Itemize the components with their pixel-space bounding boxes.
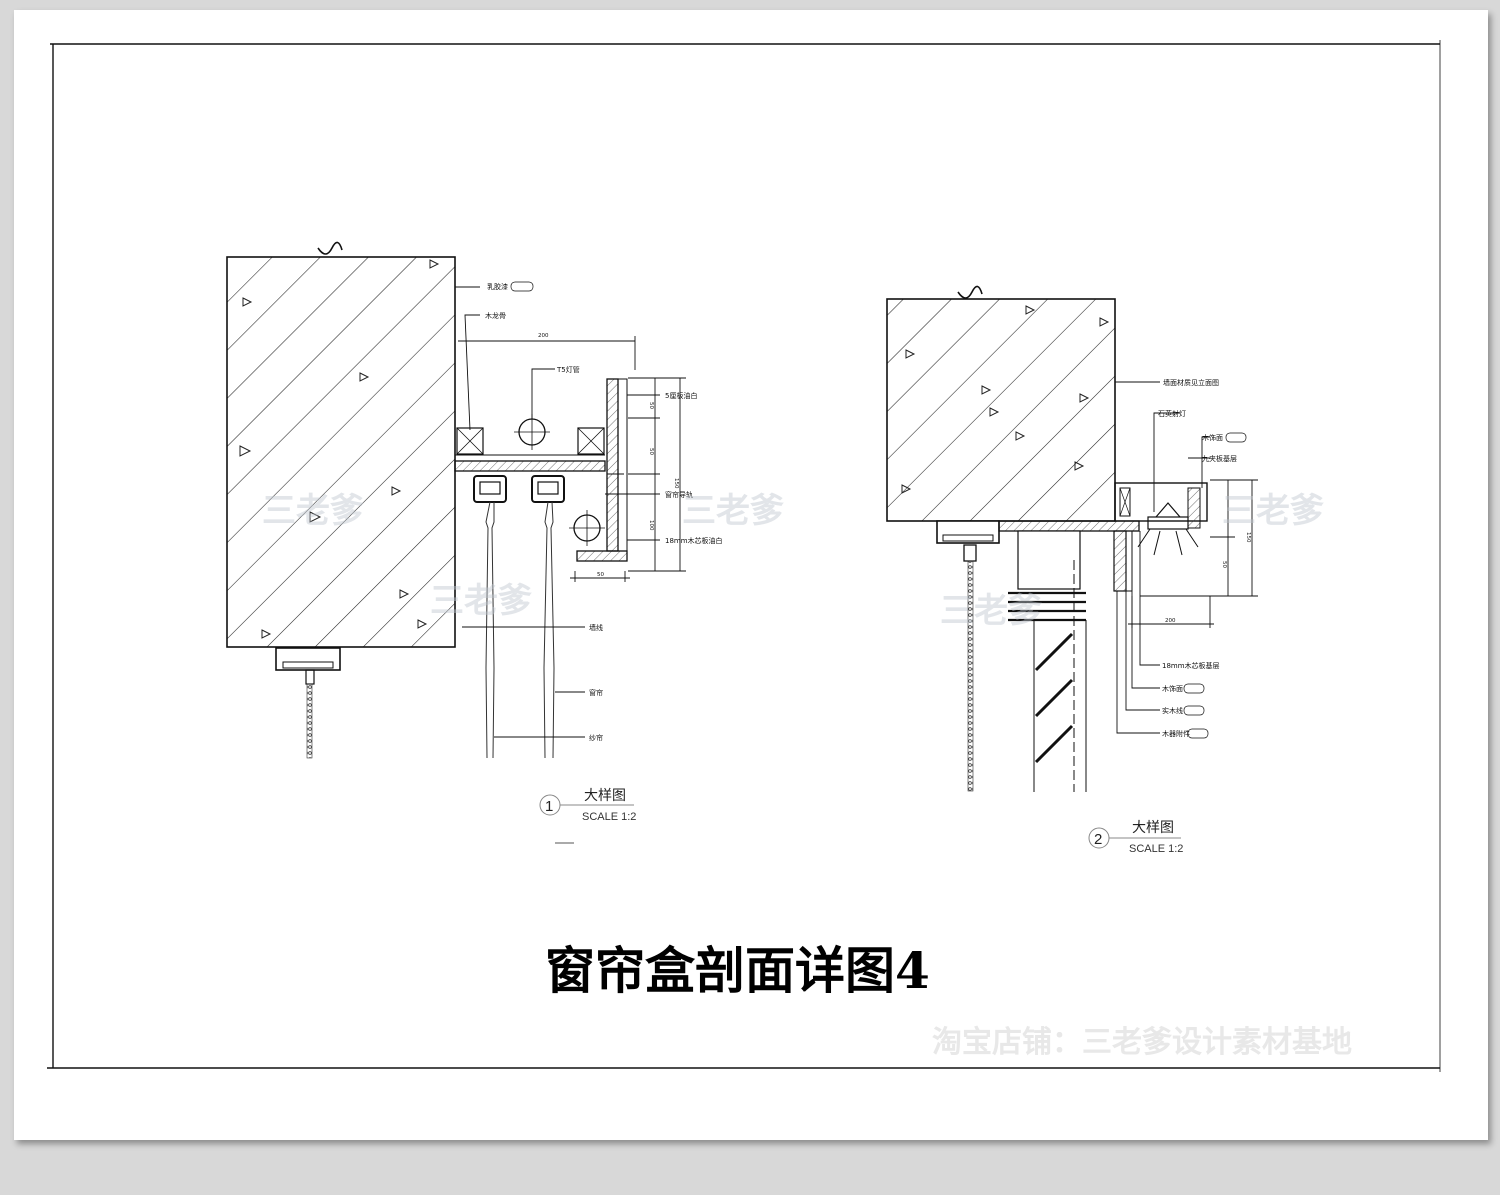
label-latex-paint: 乳胶漆 [487,282,508,291]
watermark-2: 三老爹 [430,581,532,621]
detail-2-scale: SCALE 1:2 [1129,843,1183,855]
dim-2-r1: 50 [1221,561,1227,568]
label-wood-veneer: 木饰面 [1202,433,1223,442]
ceiling-track-1 [275,647,341,759]
label-wood-keel: 木龙骨 [485,311,506,320]
label-5mm-plate: 5厘板油白 [665,391,697,400]
label-wall-finish: 墙面材质见立面图 [1163,378,1219,387]
label-wood-fittings: 木器附件 [1162,729,1190,738]
label-18mm-board: 18mm木芯板油白 [665,536,723,545]
label-curtain-rail: 窗帘导轨 [665,490,693,499]
dim-r1: 50 [648,402,654,409]
detail-2: 墙面材质见立面图 石英射灯 木饰面 九夹板基层 18mm木芯板基层 木饰面 实木… [886,285,1258,855]
watermark-5: 三老爹 [1222,491,1324,531]
wall-section-1 [226,241,456,648]
detail-1-number: 1 [545,798,553,815]
curtain-box-2 [936,482,1208,792]
watermarks: 三老爹 三老爹 三老爹 三老爹 三老爹 [262,491,1324,631]
leaders-2 [1115,381,1258,734]
watermark-4: 三老爹 [940,591,1042,631]
dim-2-bottom: 200 [1165,618,1176,624]
wall-section-2 [886,285,1116,522]
dim-right-total: 150 [673,478,679,489]
dim-r2: 50 [648,448,654,455]
label-18mm-base: 18mm木芯板基层 [1162,661,1220,670]
detail-1-scale: SCALE 1:2 [582,811,636,823]
label-curtain: 窗帘 [589,688,603,697]
detail-1-caption: 1 大样图 SCALE 1:2 [539,788,636,844]
curtain-box-1 [454,378,628,759]
detail-1-name: 大样图 [584,788,626,804]
dim-top: 200 [538,333,549,339]
label-sheer: 纱帘 [589,733,603,742]
watermark-1: 三老爹 [262,491,364,531]
label-wood-veneer-2: 木饰面 [1162,684,1183,693]
leaders-1 [455,286,686,738]
drawing-sheet: 乳胶漆 木龙骨 T5灯管 5厘板油白 窗帘导轨 18mm木芯板油白 墙线 窗帘 … [14,10,1488,1140]
label-plywood-base: 九夹板基层 [1202,454,1237,463]
dim-bottom: 50 [597,572,604,578]
label-solid-wood-line: 实木线 [1162,706,1183,715]
shop-watermark: 淘宝店铺：三老爹设计素材基地 [932,1025,1352,1060]
labels-1: 乳胶漆 木龙骨 T5灯管 5厘板油白 窗帘导轨 18mm木芯板油白 墙线 窗帘 … [485,281,723,742]
drawing-frame [47,40,1441,1072]
label-t5-tube: T5灯管 [556,365,580,374]
detail-2-caption: 2 大样图 SCALE 1:2 [1088,820,1183,855]
cad-drawing: 乳胶漆 木龙骨 T5灯管 5厘板油白 窗帘导轨 18mm木芯板油白 墙线 窗帘 … [47,40,1441,1072]
detail-2-name: 大样图 [1132,820,1174,836]
detail-1: 乳胶漆 木龙骨 T5灯管 5厘板油白 窗帘导轨 18mm木芯板油白 墙线 窗帘 … [226,241,723,844]
label-spotlight: 石英射灯 [1158,409,1186,418]
drawing-title: 窗帘盒剖面详图4 [545,941,930,1000]
watermark-3: 三老爹 [682,491,784,531]
detail-2-number: 2 [1094,831,1102,848]
dim-r3: 100 [648,520,654,531]
dim-2-right-total: 150 [1245,532,1251,543]
labels-2: 墙面材质见立面图 石英射灯 木饰面 九夹板基层 18mm木芯板基层 木饰面 实木… [1158,378,1251,739]
label-wall-line: 墙线 [589,623,603,632]
